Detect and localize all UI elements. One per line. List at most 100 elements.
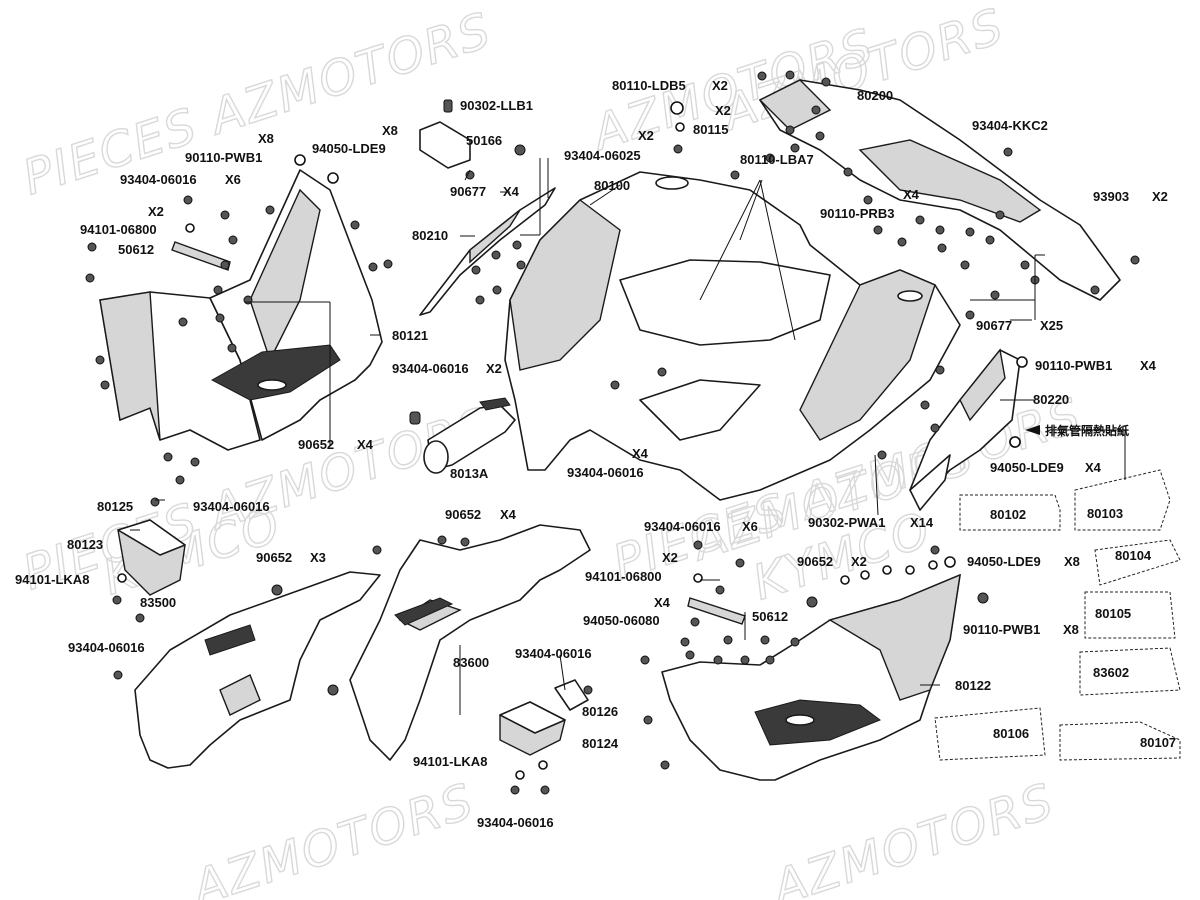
quantity-label: X2 xyxy=(715,103,731,118)
heat-shield-sticker-label: 排氣管隔熱貼紙 xyxy=(1045,423,1129,438)
rubber-strip-50612-b xyxy=(687,597,746,625)
part-label: 80103 xyxy=(1087,506,1123,521)
heat-shield-8013A xyxy=(409,397,516,474)
part-label: 80123 xyxy=(67,537,103,552)
part-label: 8013A xyxy=(450,466,489,481)
part-label: 93404-06016 xyxy=(644,519,721,534)
quantity-label: X8 xyxy=(258,131,274,146)
part-label: 90110-PWB1 xyxy=(963,622,1040,637)
bracket-80126 xyxy=(554,679,589,711)
quantity-label: X4 xyxy=(632,446,649,461)
part-label: 80122 xyxy=(955,678,991,693)
part-label: 50612 xyxy=(118,242,154,257)
fasteners xyxy=(85,70,1140,795)
watermark-text: AZMOTORS xyxy=(184,773,482,900)
part-label: 80110-LDB5 xyxy=(612,78,686,93)
part-label: 94101-06800 xyxy=(80,222,157,237)
part-label: 80220 xyxy=(1033,392,1069,407)
leader-lines xyxy=(130,158,1126,715)
part-label: 90110-PRB3 xyxy=(820,206,894,221)
quantity-label: X6 xyxy=(742,519,758,534)
part-label: 94101-LKA8 xyxy=(15,572,89,587)
part-label: 90652 xyxy=(298,437,334,452)
part-label: 90110-PWB1 xyxy=(1035,358,1112,373)
quantity-label: X2 xyxy=(148,204,164,219)
parts-layer xyxy=(85,70,1181,795)
side-panel-83500 xyxy=(134,571,381,769)
part-label: 90652 xyxy=(445,507,481,522)
sticker-80105 xyxy=(1084,591,1176,639)
sticker-80107 xyxy=(1059,721,1181,761)
quantity-label: X25 xyxy=(1040,318,1063,333)
part-label: 83600 xyxy=(453,655,489,670)
part-label: 94101-06800 xyxy=(585,569,662,584)
quantity-label: X6 xyxy=(225,172,241,187)
sticker-80104 xyxy=(1094,539,1181,586)
rear-fender-80100 xyxy=(504,171,961,501)
sticker-arrow xyxy=(1009,425,1040,448)
bracket-80124 xyxy=(499,701,566,756)
part-label: 90302-LLB1 xyxy=(460,98,533,113)
part-label: 94050-LDE9 xyxy=(990,460,1064,475)
quantity-label: X14 xyxy=(910,515,934,530)
quantity-label: X2 xyxy=(851,554,867,569)
quantity-label: X8 xyxy=(382,123,398,138)
rear-top-cover-80200 xyxy=(758,79,1121,301)
quantity-label: X2 xyxy=(1152,189,1168,204)
quantity-label: X2 xyxy=(638,128,654,143)
part-label: 80107 xyxy=(1140,735,1176,750)
part-label: 80105 xyxy=(1095,606,1131,621)
part-label: 93404-06016 xyxy=(567,465,644,480)
watermark-text: AZMOTORS xyxy=(764,773,1062,900)
part-label: 80110-LBA7 xyxy=(740,152,814,167)
part-label: 94101-LKA8 xyxy=(413,754,487,769)
bracket-80123 xyxy=(117,519,186,596)
quantity-label: X4 xyxy=(654,595,671,610)
part-label: 83602 xyxy=(1093,665,1129,680)
part-label: 93404-06016 xyxy=(477,815,554,830)
sticker-80106 xyxy=(934,707,1046,761)
part-label: 93404-06025 xyxy=(564,148,641,163)
sticker-80102 xyxy=(959,494,1061,531)
part-label: 93404-06016 xyxy=(515,646,592,661)
watermark-text: PIECES AZMOTORS xyxy=(16,2,498,206)
sticker-83602 xyxy=(1079,647,1181,696)
part-label: 80125 xyxy=(97,499,133,514)
part-label: 80104 xyxy=(1115,548,1152,563)
part-label: 50166 xyxy=(466,133,502,148)
rubber-strip-50612-a xyxy=(171,241,231,271)
part-label: 93903 xyxy=(1093,189,1129,204)
part-label: 80115 xyxy=(693,122,728,137)
quantity-label: X4 xyxy=(503,184,520,199)
quantity-label: X4 xyxy=(500,507,517,522)
part-label: 80124 xyxy=(582,736,619,751)
part-labels: 90302-LLB1 80110-LDB5 X2 80200 X2 80115 … xyxy=(15,78,1176,830)
part-label: 90652 xyxy=(256,550,292,565)
part-label: 80210 xyxy=(412,228,448,243)
part-label: 93404-06016 xyxy=(193,499,270,514)
part-label: 94050-06080 xyxy=(583,613,660,628)
part-label: 80102 xyxy=(990,507,1026,522)
front-fender-guard-80121 xyxy=(99,169,383,451)
part-label: 90677 xyxy=(450,184,486,199)
quantity-label: X2 xyxy=(712,78,728,93)
part-label: 90110-PWB1 xyxy=(185,150,262,165)
part-label: 90302-PWA1 xyxy=(808,515,885,530)
part-label: 80106 xyxy=(993,726,1029,741)
part-label: 93404-06016 xyxy=(68,640,145,655)
quantity-label: X4 xyxy=(1085,460,1102,475)
quantity-label: X4 xyxy=(903,187,920,202)
part-label: 80200 xyxy=(857,88,893,103)
quantity-label: X8 xyxy=(1063,622,1079,637)
side-cover-80220 xyxy=(909,348,1021,511)
side-panel-83600 xyxy=(349,524,591,761)
bracket-50166 xyxy=(419,99,471,169)
quantity-label: X2 xyxy=(486,361,502,376)
part-label: 94050-LDE9 xyxy=(967,554,1041,569)
part-label: 93404-06016 xyxy=(120,172,197,187)
quantity-label: X3 xyxy=(310,550,326,565)
part-label: 94050-LDE9 xyxy=(312,141,386,156)
right-footrest-80122 xyxy=(661,573,961,781)
part-label: 80126 xyxy=(582,704,618,719)
